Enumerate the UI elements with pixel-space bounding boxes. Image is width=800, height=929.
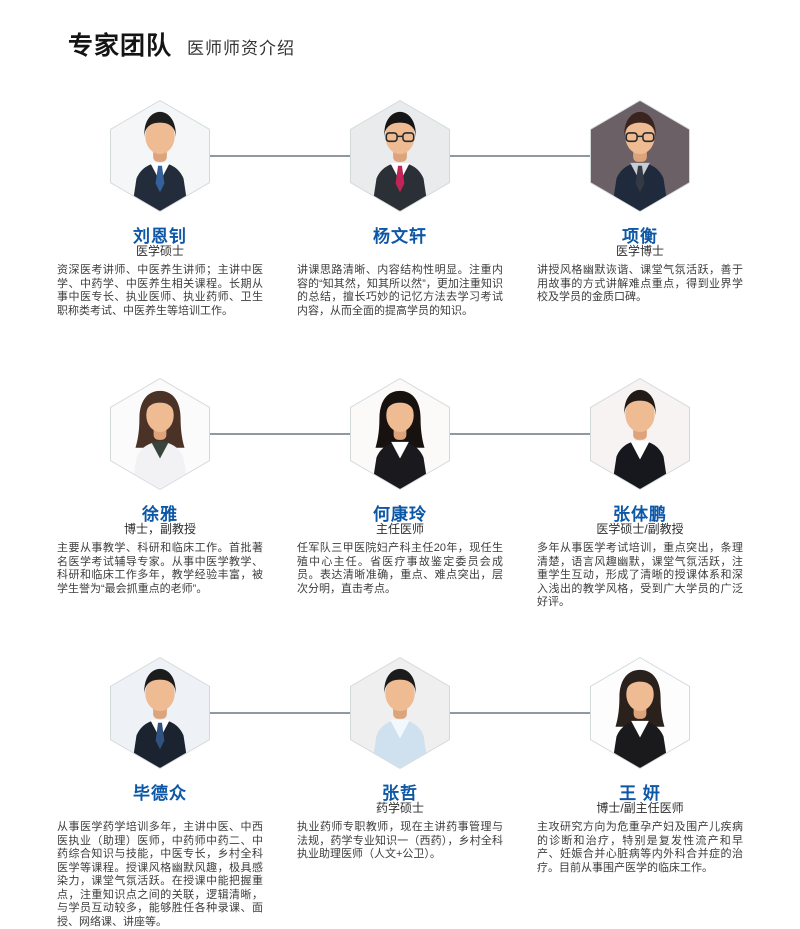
member-description: 多年从事医学考试培训，重点突出，条理清楚，语言风趣幽默，课堂气氛活跃，注重学生互…: [537, 542, 743, 608]
page-subtitle: 医师师资介绍: [187, 39, 296, 58]
member-name: 刘恩钊: [133, 227, 187, 246]
member-card: 王 妍 博士/副主任医师 主攻研究方向为危重孕产妇及围产儿疾病的诊断和治疗，特别…: [520, 769, 760, 875]
member-card: 毕德众 从事医学药学培训多年，主讲中医、中西医执业（助理）医师，中药师中药二、中…: [40, 769, 280, 929]
member-title: 药学硕士: [375, 801, 424, 815]
member-name: 张哲: [382, 784, 418, 803]
member-description: 讲课思路清晰、内容结构性明显。注重内容的“知其然，知其所以然”，更加注重知识的总…: [297, 264, 503, 317]
member-description: 资深医考讲师、中医养生讲师；主讲中医学、中药学、中医养生相关课程。长期从事中医专…: [57, 264, 263, 317]
member-name: 张体鹏: [613, 505, 667, 524]
member-photo-hexagon: [110, 378, 210, 490]
member-title: 医学硕士/副教授: [596, 522, 684, 536]
team-row-2: 徐雅 博士，副教授 主要从事教学、科研和临床工作。首批著名医学考试辅导专家。从事…: [0, 378, 800, 608]
member-photo-hexagon: [590, 378, 690, 490]
photo-strip: [0, 100, 800, 212]
member-title: 主任医师: [375, 522, 424, 536]
member-description: 主攻研究方向为危重孕产妇及围产儿疾病的诊断和治疗，特别是复发性流产和早产、妊娠合…: [537, 821, 743, 874]
member-description: 任军队三甲医院妇产科主任20年，现任生殖中心主任。省医疗事故鉴定委员会成员。表达…: [297, 542, 503, 595]
person-avatar: [591, 658, 689, 768]
member-description: 从事医学药学培训多年，主讲中医、中西医执业（助理）医师，中药师中药二、中药综合知…: [57, 821, 263, 928]
member-title: 医学博士: [615, 244, 664, 258]
member-card: 杨文轩 讲课思路清晰、内容结构性明显。注重内容的“知其然，知其所以然”，更加注重…: [280, 212, 520, 318]
member-photo-hexagon: [590, 657, 690, 769]
member-description: 主要从事教学、科研和临床工作。首批著名医学考试辅导专家。从事中医学教学、科研和临…: [57, 542, 263, 595]
member-photo-hexagon: [590, 100, 690, 212]
member-title: [40, 802, 280, 815]
member-name: 杨文轩: [373, 227, 427, 246]
member-card: 项衡 医学博士 讲授风格幽默诙谐、课堂气氛活跃，善于用故事的方式讲解难点重点，得…: [520, 212, 760, 305]
person-avatar: [351, 658, 449, 768]
member-name: 项衡: [622, 227, 658, 246]
member-name: 徐雅: [142, 505, 178, 524]
team-row-1: 刘恩钊 医学硕士 资深医考讲师、中医养生讲师；主讲中医学、中药学、中医养生相关课…: [0, 100, 800, 317]
member-name: 毕德众: [133, 784, 187, 803]
member-photo-hexagon: [110, 100, 210, 212]
person-avatar: [111, 658, 209, 768]
photo-strip: [0, 378, 800, 490]
member-photo-hexagon: [350, 378, 450, 490]
photo-strip: [0, 657, 800, 769]
member-card: 张体鹏 医学硕士/副教授 多年从事医学考试培训，重点突出，条理清楚，语言风趣幽默…: [520, 490, 760, 610]
member-photo-hexagon: [110, 657, 210, 769]
member-photo-hexagon: [350, 100, 450, 212]
person-avatar: [591, 379, 689, 489]
member-card: 徐雅 博士，副教授 主要从事教学、科研和临床工作。首批著名医学考试辅导专家。从事…: [40, 490, 280, 596]
member-title: [280, 245, 520, 258]
person-avatar: [591, 101, 689, 211]
member-title: 医学硕士: [135, 244, 184, 258]
member-name: 何康玲: [373, 505, 427, 524]
member-description: 执业药师专职教师，现在主讲药事管理与法规，药学专业知识一（西药），乡村全科执业助…: [297, 821, 503, 860]
person-avatar: [351, 379, 449, 489]
member-card: 何康玲 主任医师 任军队三甲医院妇产科主任20年，现任生殖中心主任。省医疗事故鉴…: [280, 490, 520, 596]
member-description: 讲授风格幽默诙谐、课堂气氛活跃，善于用故事的方式讲解难点重点，得到业界学校及学员…: [537, 264, 743, 303]
member-name: 王 妍: [619, 784, 661, 803]
team-row-3: 毕德众 从事医学药学培训多年，主讲中医、中西医执业（助理）医师，中药师中药二、中…: [0, 657, 800, 928]
member-card: 张哲 药学硕士 执业药师专职教师，现在主讲药事管理与法规，药学专业知识一（西药）…: [280, 769, 520, 862]
person-avatar: [111, 379, 209, 489]
member-card: 刘恩钊 医学硕士 资深医考讲师、中医养生讲师；主讲中医学、中药学、中医养生相关课…: [40, 212, 280, 318]
member-photo-hexagon: [350, 657, 450, 769]
page-title: 专家团队: [68, 32, 173, 60]
page-header: 专家团队 医师师资介绍: [68, 26, 295, 62]
person-avatar: [111, 101, 209, 211]
member-title: 博士，副教授: [123, 522, 196, 536]
member-title: 博士/副主任医师: [596, 801, 684, 815]
person-avatar: [351, 101, 449, 211]
